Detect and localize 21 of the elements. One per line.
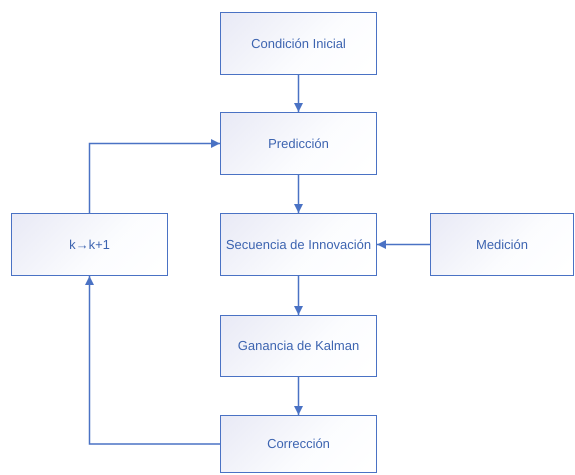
box-label: k→k+1 <box>68 236 111 252</box>
process-box <box>220 315 377 377</box>
box-label: Medición <box>474 236 530 252</box>
arrow <box>377 240 430 249</box>
process-box <box>220 112 377 175</box>
arrow <box>88 139 220 213</box>
arrow <box>85 276 220 445</box>
box-label: Corrección <box>266 436 331 452</box>
process-box <box>220 415 377 473</box>
process-box <box>220 12 377 75</box>
arrow <box>294 175 303 213</box>
box-label: Condición Inicial <box>250 36 347 52</box>
box-label: Predicción <box>267 136 330 152</box>
box-label: Secuencia de Innovación <box>224 236 372 252</box>
arrow <box>294 75 303 112</box>
process-box <box>11 213 168 276</box>
process-box <box>430 213 574 276</box>
box-label: Ganancia de Kalman <box>236 338 360 354</box>
arrow <box>294 377 303 415</box>
arrow <box>294 276 303 315</box>
process-box <box>220 213 377 276</box>
